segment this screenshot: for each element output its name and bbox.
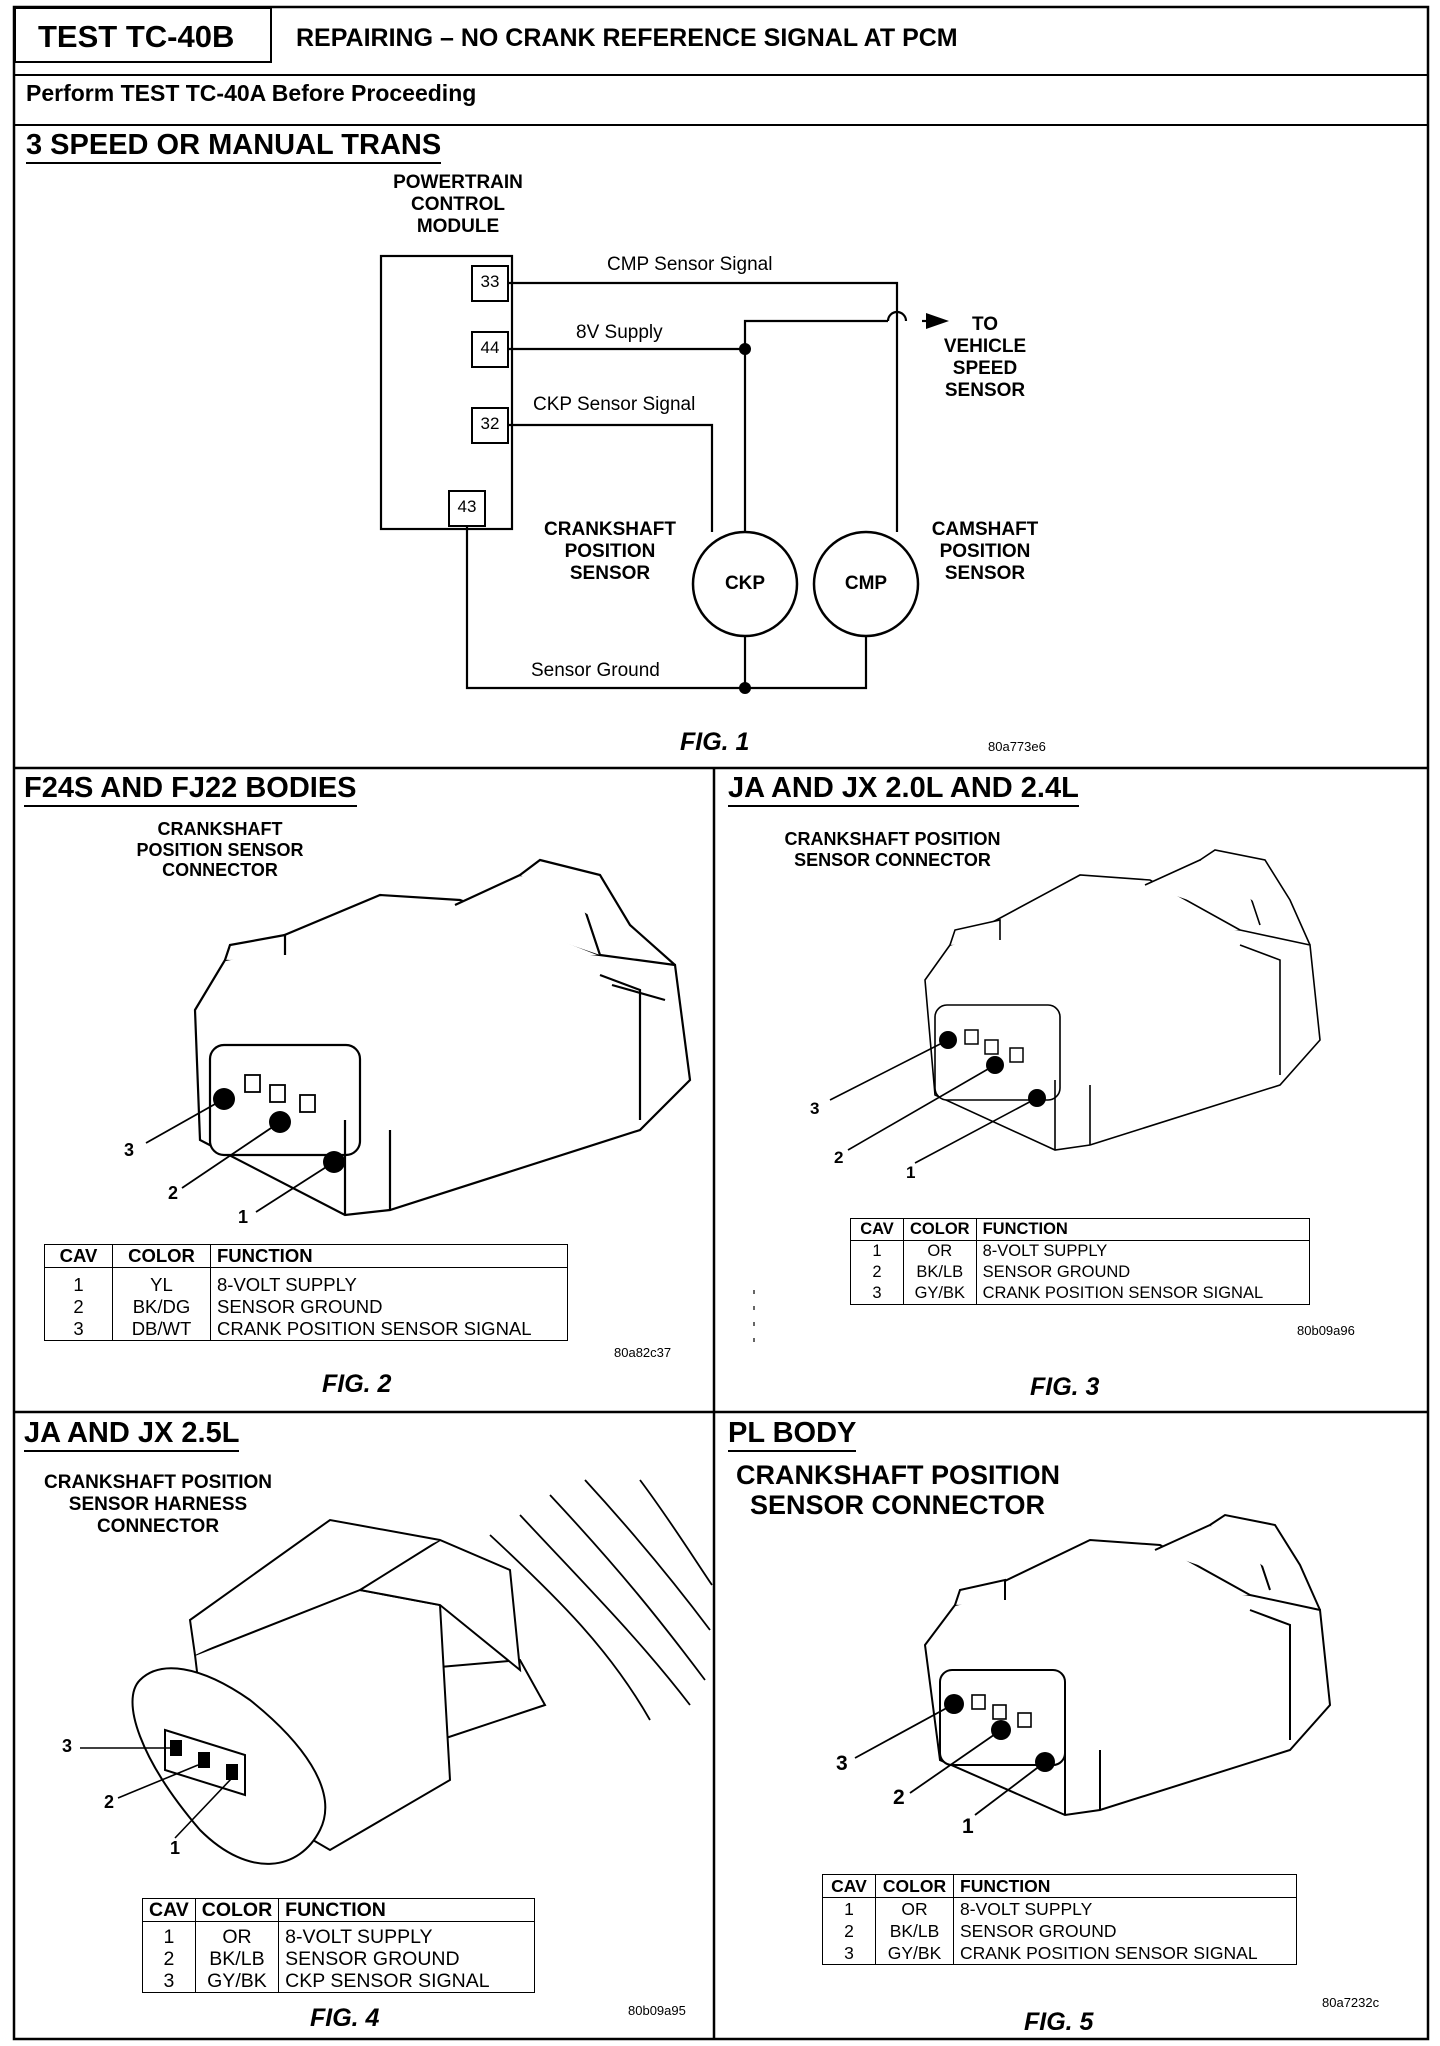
fig3-section-title: JA AND JX 2.0L AND 2.4L (728, 772, 1079, 807)
ground-label: Sensor Ground (531, 660, 660, 681)
fig5-section-title: PL BODY (728, 1417, 857, 1452)
fig2-section-title: F24S AND FJ22 BODIES (24, 772, 357, 807)
pin-32-label: 32 (480, 414, 500, 433)
pin-44-label: 44 (480, 338, 500, 357)
crossover-hop (886, 310, 908, 322)
pcm-box (379, 254, 514, 531)
fig3-caption: FIG. 3 (1030, 1373, 1100, 1401)
cmp-sensor (812, 530, 920, 638)
cmp-text: CMP (844, 573, 888, 594)
fig2-callout-1: 1 (238, 1207, 249, 1227)
fig1-wiring-diagram (379, 254, 949, 694)
procedure-note: Perform TEST TC-40A Before Proceeding (26, 80, 477, 106)
fig3-code: 80b09a96 (1297, 1323, 1355, 1338)
fig5-caption: FIG. 5 (1024, 2008, 1094, 2036)
cmp-signal-wire (508, 281, 899, 532)
ckp-sensor (691, 530, 799, 638)
pin-33-label: 33 (480, 272, 500, 291)
pin-33-box (471, 265, 509, 302)
fig5-code: 80a7232c (1322, 1995, 1380, 2010)
fig1-section-title: 3 SPEED OR MANUAL TRANS (26, 129, 442, 164)
fig4-section-title: JA AND JX 2.5L (24, 1417, 240, 1452)
fig3-callout-1: 1 (906, 1163, 916, 1182)
fig4-callout-1: 1 (170, 1838, 181, 1858)
ckp-signal-label: CKP Sensor Signal (533, 394, 696, 415)
page-title: REPAIRING – NO CRANK REFERENCE SIGNAL AT… (296, 24, 958, 52)
fig5-callout-3: 3 (836, 1752, 848, 1775)
fig2-connector-drawing (145, 858, 692, 1217)
fig3-connector-drawing (753, 849, 1321, 1342)
test-id: TEST TC-40B (38, 19, 235, 54)
ckp-signal-wire (508, 423, 714, 532)
pin-43-label: 43 (457, 497, 477, 516)
fig2-callout-3: 3 (124, 1140, 135, 1160)
fig3-callout-3: 3 (810, 1099, 820, 1118)
to-vss-wire (743, 319, 888, 349)
pin-43-box (448, 490, 486, 527)
fig3-callout-2: 2 (834, 1148, 844, 1167)
fig4-code: 80b09a95 (628, 2003, 686, 2018)
fig4-callout-3: 3 (62, 1736, 73, 1756)
supply-splice (739, 343, 751, 355)
ground-splice (739, 682, 751, 694)
pin-44-box (471, 331, 509, 368)
fig1-caption: FIG. 1 (680, 728, 750, 756)
ground-wire (465, 526, 868, 690)
fig2-code: 80a82c37 (614, 1345, 672, 1360)
cmp-signal-label: CMP Sensor Signal (607, 254, 773, 275)
ckp-text: CKP (724, 573, 766, 594)
fig2-callout-2: 2 (168, 1183, 179, 1203)
fig4-callout-2: 2 (104, 1792, 115, 1812)
to-vss-arrow (926, 313, 949, 329)
supply-label: 8V Supply (576, 322, 663, 343)
fig5-callout-1: 1 (962, 1815, 974, 1838)
pin-32-box (471, 407, 509, 444)
fig4-connector-drawing (80, 1479, 713, 1865)
fig5-callout-2: 2 (893, 1786, 905, 1809)
fig2-caption: FIG. 2 (322, 1370, 392, 1398)
fig4-caption: FIG. 4 (310, 2004, 380, 2032)
test-id-box: TEST TC-40B (14, 7, 272, 63)
fig1-code: 80a773e6 (988, 739, 1046, 754)
